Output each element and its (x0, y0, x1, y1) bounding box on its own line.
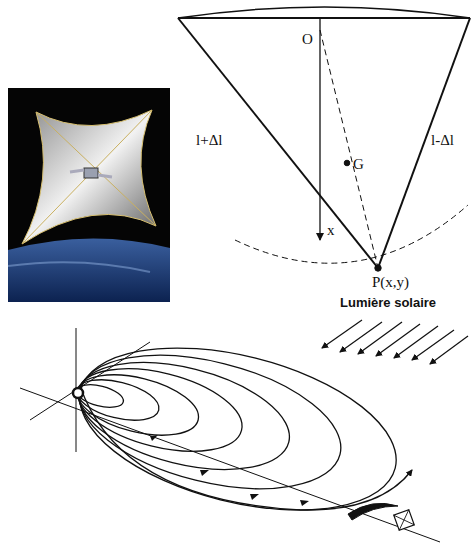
dashed-radius (320, 30, 378, 268)
cable-length: l+Δl (196, 132, 222, 149)
escape-trajectory (80, 386, 412, 510)
sail-chord (178, 17, 470, 19)
sunlight-arrows (322, 320, 468, 364)
sunlight-arrows (430, 336, 468, 364)
sunlight-arrows (322, 320, 362, 348)
axis-label: x (327, 222, 335, 239)
cloud (8, 262, 150, 272)
sunlight-arrows (358, 322, 402, 354)
orbit-ellipses (63, 319, 413, 539)
centre-of-mass (344, 160, 350, 166)
sail-membrane (22, 110, 156, 244)
orbit-diagram (20, 319, 440, 542)
point-label: P(x,y) (372, 274, 409, 291)
sunlight-arrows (412, 330, 454, 360)
point-p (375, 265, 381, 271)
cable-length: l-Δl (431, 132, 454, 149)
dashed-arc (235, 205, 468, 263)
photo-ground (8, 88, 170, 302)
orbit-arrows (300, 500, 309, 506)
sail-icon (394, 510, 415, 531)
point-label: G (353, 156, 364, 173)
crescent-planet (348, 503, 398, 520)
sail-photo (8, 88, 170, 302)
solar-panels (70, 170, 112, 177)
orbit-arrows (150, 435, 309, 506)
sunlight-arrows (394, 326, 438, 358)
orbit-arrows (250, 494, 259, 500)
orbit-ellipses (63, 319, 413, 539)
sail-booms (22, 110, 156, 244)
sunlight-arrows (376, 324, 420, 356)
cable-right (378, 18, 470, 268)
cable-left (178, 18, 378, 268)
spacecraft-bus (84, 168, 98, 178)
sail-geometry (178, 7, 470, 271)
sail-icon (394, 510, 415, 531)
origin-label: O (302, 31, 313, 48)
earth (8, 238, 170, 302)
orbit-ellipses (65, 331, 354, 512)
sun (73, 388, 83, 398)
sunlight-arrows (340, 322, 382, 352)
x-axis (319, 18, 320, 240)
sail-arc (178, 7, 470, 18)
caption-text: Lumière solaire (340, 296, 436, 310)
sail-icon (394, 510, 415, 531)
orbit-arrows (200, 470, 209, 476)
orbit-arrows (150, 435, 158, 441)
